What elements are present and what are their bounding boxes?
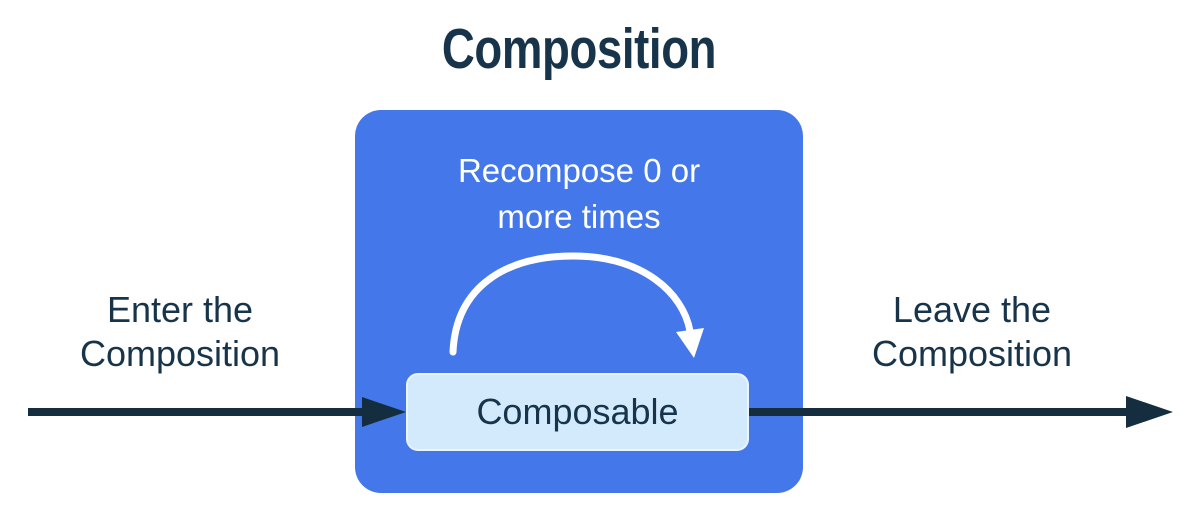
recompose-label: Recompose 0 or more times [355, 148, 803, 240]
enter-composition-label: Enter the Composition [20, 288, 340, 376]
leave-composition-label-line-2: Composition [871, 333, 1073, 374]
composable-label: Composable [476, 391, 679, 432]
recompose-label-line-1: Recompose 0 or [457, 152, 701, 189]
recompose-label-line-2: more times [497, 198, 661, 235]
composable-box: Composable [406, 373, 749, 451]
leave-composition-label: Leave the Composition [812, 288, 1132, 376]
enter-composition-label-line-2: Composition [79, 333, 281, 374]
leave-composition-label-line-1: Leave the [892, 289, 1052, 330]
page-title: Composition [441, 17, 717, 81]
enter-composition-label-line-1: Enter the [106, 289, 254, 330]
leave-arrow-arrowhead-icon [1126, 396, 1173, 428]
